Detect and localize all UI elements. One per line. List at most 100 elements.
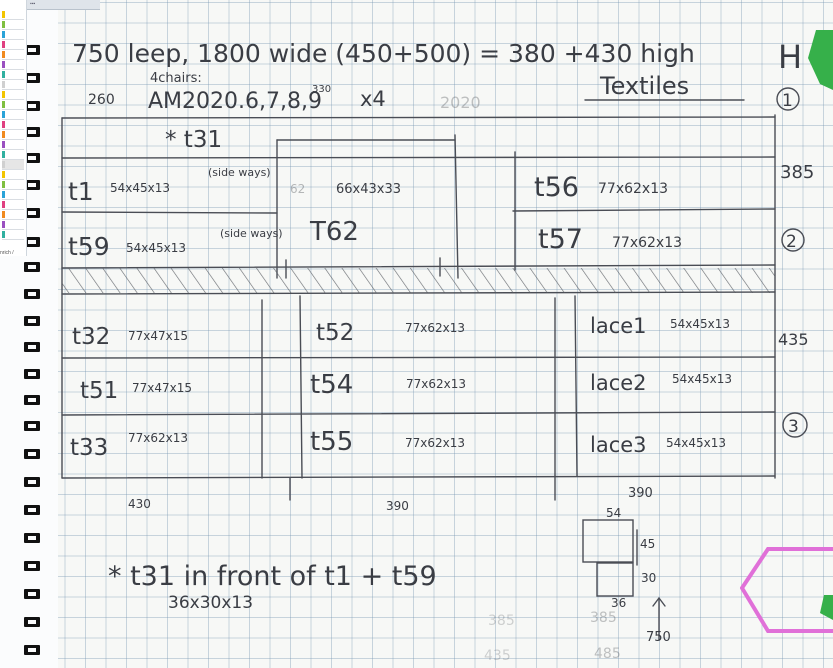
overlay-window-fragment[interactable]: nrich / [0,0,27,256]
diagram-top-label: 54 [606,506,621,520]
palette-row[interactable] [2,180,24,190]
palette-swatch [2,201,5,208]
palette-swatch [2,181,5,188]
palette-swatch [2,101,5,108]
width-label-3: 390 [628,486,653,501]
cell-t32-id: t32 [72,324,110,350]
star-item-t31: * t31 [165,127,222,153]
palette-swatch [2,151,5,158]
palette-row[interactable] [2,50,24,60]
binding-ring [24,477,40,487]
palette-swatch [2,71,5,78]
palette-row[interactable] [2,60,24,70]
col2-left-edge [299,295,303,479]
binding-ring [24,73,40,83]
faded-number: 435 [484,648,511,664]
chairs-note: 4chairs: [150,71,202,86]
cell-t1-id: t1 [68,177,94,206]
shelf-top-line [61,264,776,269]
palette-row[interactable] [2,130,24,140]
cell-t56-id: t56 [534,172,579,203]
cell-lace2-dims: 54x45x13 [672,372,732,386]
section-title: Textiles [599,72,689,100]
faded-number: 385 [488,613,515,629]
row-marker-1: 1 [782,91,793,111]
upper-row-line [61,156,776,159]
cell-lace1-dims: 54x45x13 [670,317,730,331]
palette-row[interactable] [2,230,24,240]
footnote-line-1: * t31 in front of t1 + t59 [108,561,437,592]
palette-swatch [2,191,5,198]
footnote-line-2: 36x30x13 [168,593,253,613]
palette-swatch [2,231,5,238]
palette-swatch [2,11,5,18]
times-four: x4 [360,87,386,111]
lower-row-line-2 [61,411,776,416]
box-diagram-bottom [596,562,634,597]
cell-t59-id: t59 [68,232,110,261]
cell-t1-note: (side ways) [208,166,271,179]
right-height-lower: 435 [778,330,809,349]
palette-swatch [2,131,5,138]
palette-row[interactable] [2,80,24,90]
lower-row-line-1 [61,356,776,359]
depth-arrowhead [652,596,666,607]
cell-t59-note: (side ways) [220,227,283,240]
row-marker-2: 2 [786,232,797,252]
overlay-window-titlebar[interactable]: ▪▪▪ [0,0,100,10]
binding-ring [24,153,40,163]
palette-row[interactable] [2,160,24,170]
palette-row[interactable] [2,110,24,120]
palette-row[interactable] [2,120,24,130]
palette-row[interactable] [2,40,24,50]
palette-row[interactable] [2,10,24,20]
cell-t32-dims: 77x47x15 [128,329,188,343]
palette-swatch [2,61,5,68]
palette-row[interactable] [2,20,24,30]
cell-lace2-id: lace2 [590,371,647,395]
row-marker-circle-1 [776,87,800,111]
palette-row[interactable] [2,210,24,220]
green-tab-bottom [820,595,833,620]
cell-lace3-dims: 54x45x13 [666,436,726,450]
palette-row[interactable] [2,200,24,210]
palette-row[interactable] [2,100,24,110]
palette-row[interactable] [2,30,24,40]
t62-dims: 66x43x33 [336,182,401,197]
cell-t52-id: t52 [316,320,354,346]
binding-ring [24,208,40,218]
pink-hexagon-sticker [740,547,833,633]
binding-ring [24,421,40,431]
binding-ring [24,101,40,111]
palette-row[interactable] [2,220,24,230]
cell-t1-dims: 54x45x13 [110,181,170,195]
palette-swatch [2,161,5,168]
palette-row[interactable] [2,140,24,150]
binding-ring [24,342,40,352]
binding-ring [24,589,40,599]
overlay-caption: nrich / [0,250,14,256]
palette-swatch [2,91,5,98]
cell-t51-id: t51 [80,378,118,404]
binding-ring [24,533,40,543]
binding-ring [24,262,40,272]
cell-t52-dims: 77x62x13 [405,321,465,335]
palette-swatch [2,51,5,58]
left-number: 260 [88,92,115,108]
cell-t55-id: t55 [310,427,353,457]
palette-row[interactable] [2,150,24,160]
palette-swatch [2,221,5,228]
upper-left-divider [61,211,278,214]
palette-swatch [2,21,5,28]
t62-faded-label: 62 [290,182,305,196]
palette-row[interactable] [2,190,24,200]
palette-row[interactable] [2,90,24,100]
item-codes: AM2020.6,7,8,9 [148,89,322,114]
binding-ring [24,395,40,405]
binding-ring [24,617,40,627]
row-marker-3: 3 [788,417,799,437]
binding-ring [24,45,40,55]
palette-row[interactable] [2,70,24,80]
t62-id: T62 [309,217,359,247]
palette-row[interactable] [2,170,24,180]
